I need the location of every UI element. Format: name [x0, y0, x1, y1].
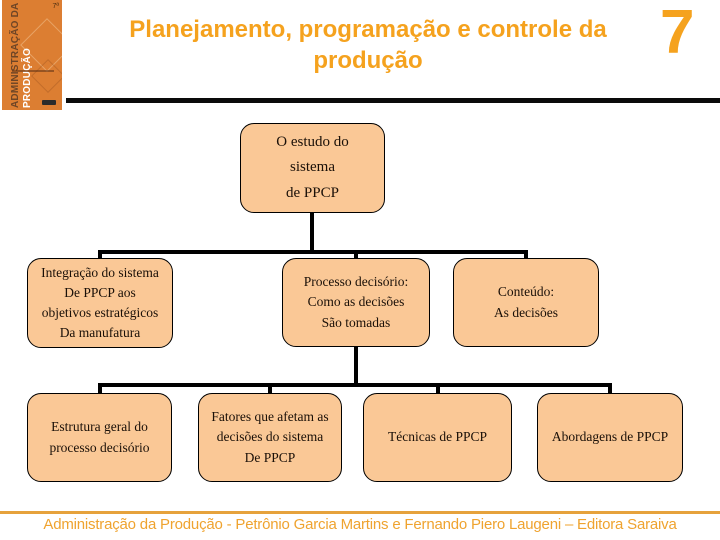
- connector-level2-hbar: [98, 250, 528, 254]
- diagram-node-root: O estudo do sistema de PPCP: [240, 123, 385, 213]
- diagram-node-integracao: Integração do sistema De PPCP aos objeti…: [27, 258, 173, 348]
- connector-stub-l2-2: [354, 250, 358, 259]
- diagram-node-fatores-label: Fatores que afetam as decisões do sistem…: [211, 409, 329, 465]
- slide-title-line2: produção: [313, 47, 423, 75]
- diagram-node-conteudo-label: Conteúdo: As decisões: [493, 284, 559, 320]
- diagram-node-estrutura-geral-label: Estrutura geral do processo decisório: [49, 419, 150, 455]
- footer-divider-line: [0, 511, 720, 514]
- diagram-node-estrutura-geral: Estrutura geral do processo decisório: [27, 393, 172, 482]
- connector-level3-hbar: [98, 383, 612, 387]
- cover-title-text: PRODUÇÃO: [22, 48, 33, 108]
- cover-edition-badge: 7ª: [52, 3, 59, 10]
- diagram-node-tecnicas: Técnicas de PPCP: [363, 393, 512, 482]
- connector-stub-l2-1: [98, 250, 102, 259]
- diagram-node-conteudo: Conteúdo: As decisões: [453, 258, 599, 347]
- diagram-node-root-label: O estudo do sistema de PPCP: [276, 133, 349, 201]
- connector-level2-down: [354, 345, 358, 385]
- slide-title: Planejamento, programação e controle da …: [88, 14, 648, 76]
- diagram-node-abordagens-label: Abordagens de PPCP: [551, 429, 669, 445]
- chapter-number: 7: [660, 0, 695, 67]
- footer-credits: Administração da Produção - Petrônio Gar…: [43, 516, 677, 533]
- diagram-node-processo-decisorio: Processo decisório: Como as decisões São…: [282, 258, 430, 347]
- connector-stub-l2-3: [524, 250, 528, 259]
- connector-stub-l3-3: [436, 383, 440, 393]
- book-cover-thumbnail: ADMINISTRAÇÃO DA PRODUÇÃO 7ª: [2, 0, 62, 110]
- cover-authors-line: [12, 70, 54, 72]
- diagram-node-processo-decisorio-label: Processo decisório: Como as decisões São…: [303, 274, 409, 330]
- slide-title-line1: Planejamento, programação e controle da: [129, 16, 607, 43]
- connector-stub-l3-4: [608, 383, 612, 393]
- publisher-logo: [42, 100, 56, 105]
- diagram-node-tecnicas-label: Técnicas de PPCP: [388, 429, 487, 445]
- cover-series-text: ADMINISTRAÇÃO DA: [10, 2, 21, 108]
- connector-stub-l3-2: [268, 383, 272, 393]
- diagram-node-integracao-label: Integração do sistema De PPCP aos objeti…: [41, 264, 159, 341]
- cover-vertical-title: ADMINISTRAÇÃO DA PRODUÇÃO: [10, 2, 34, 108]
- diagram-node-fatores: Fatores que afetam as decisões do sistem…: [198, 393, 342, 482]
- header-divider-line: [66, 98, 720, 103]
- connector-stub-l3-1: [98, 383, 102, 393]
- connector-root-down: [310, 211, 314, 254]
- diagram-node-abordagens: Abordagens de PPCP: [537, 393, 683, 482]
- cover-diamond-pattern-small: [31, 59, 62, 93]
